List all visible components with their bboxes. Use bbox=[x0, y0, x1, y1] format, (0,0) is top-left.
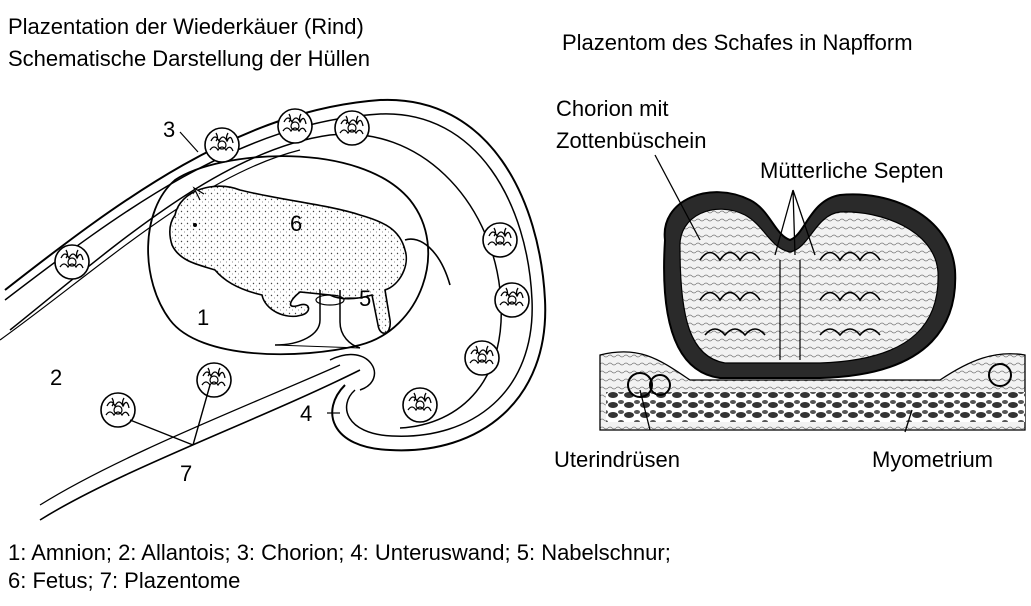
placentome-4 bbox=[483, 223, 517, 257]
marker-5: 5 bbox=[359, 287, 371, 311]
label-septen: Mütterliche Septen bbox=[760, 156, 943, 186]
left-title-line2: Schematische Darstellung der Hüllen bbox=[8, 44, 370, 74]
marker-1: 1 bbox=[197, 306, 209, 330]
marker-2: 2 bbox=[50, 366, 62, 390]
placentome-6 bbox=[465, 341, 499, 375]
pointer-7 bbox=[130, 385, 210, 445]
placentome-3 bbox=[335, 111, 369, 145]
ovine-placentome-diagram bbox=[600, 155, 1025, 432]
legend-line2: 6: Fetus; 7: Plazentome bbox=[8, 566, 240, 596]
placentome-8 bbox=[55, 245, 89, 279]
placentome-5 bbox=[495, 283, 529, 317]
placentome-10 bbox=[197, 363, 231, 397]
right-title: Plazentom des Schafes in Napfform bbox=[562, 28, 913, 58]
label-chorion-line1: Chorion mit bbox=[556, 94, 668, 124]
legend-line1: 1: Amnion; 2: Allantois; 3: Chorion; 4: … bbox=[8, 538, 671, 568]
placentome-9 bbox=[101, 393, 135, 427]
marker-6: 6 bbox=[290, 212, 302, 236]
placentome-2 bbox=[278, 109, 312, 143]
placentome-7 bbox=[403, 388, 437, 422]
label-uterindruesen: Uterindrüsen bbox=[554, 445, 680, 475]
pointer-3 bbox=[180, 132, 198, 152]
label-chorion-line2: Zottenbüschein bbox=[556, 126, 706, 156]
marker-4: 4 bbox=[300, 402, 312, 426]
allantois-lower bbox=[40, 370, 360, 520]
marker-3: 3 bbox=[163, 118, 175, 142]
placentome-1 bbox=[205, 128, 239, 162]
marker-7: 7 bbox=[180, 462, 192, 486]
label-myometrium: Myometrium bbox=[872, 445, 993, 475]
left-title-line1: Plazentation der Wiederkäuer (Rind) bbox=[8, 12, 364, 42]
